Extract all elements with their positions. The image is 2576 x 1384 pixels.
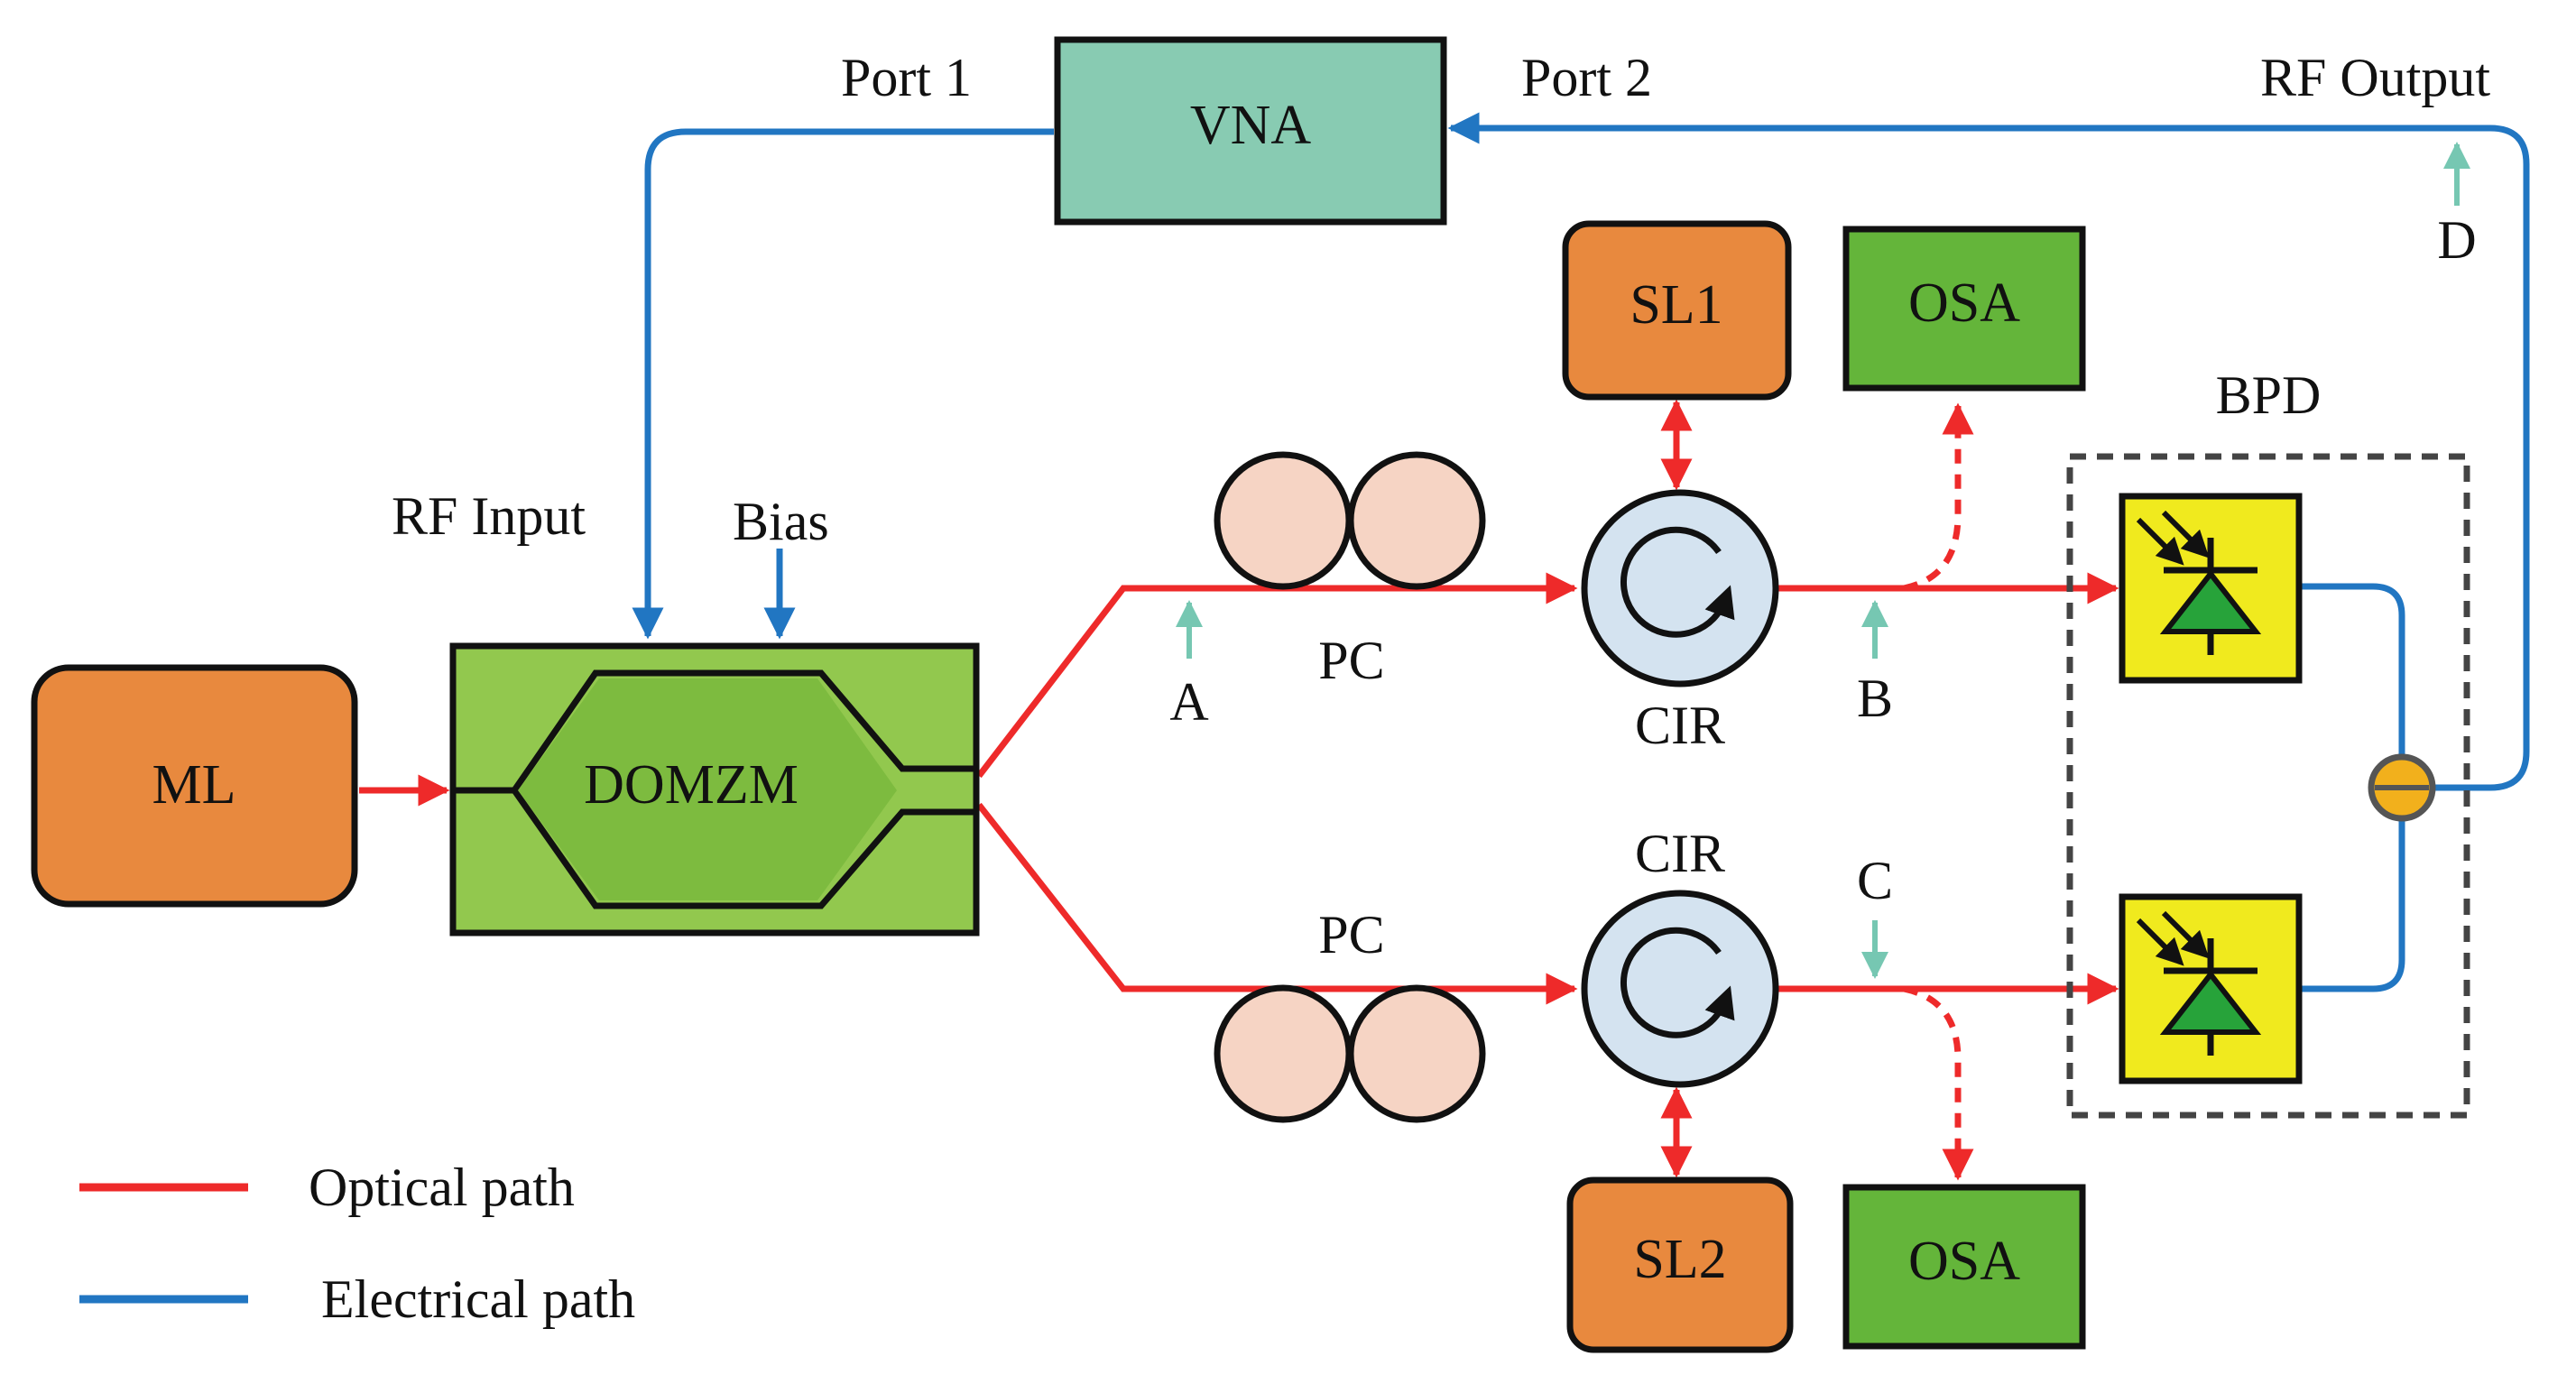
electrical-path-port1 — [632, 128, 1054, 640]
optical-tap-to-osa-bottom — [1903, 985, 1974, 1181]
electrical-path-port2 — [1447, 112, 2530, 791]
bpd-dashed-enclosure — [2066, 453, 2470, 1119]
pc-bottom — [1214, 984, 1486, 1123]
circulator-top — [1581, 489, 1779, 687]
photodiode-bottom — [2119, 893, 2303, 1084]
circulator-bottom — [1581, 890, 1779, 1088]
osa-top-box — [1842, 226, 2086, 392]
legend: Optical path Electrical path — [79, 1158, 635, 1329]
cir-bottom-label: CIR — [1635, 824, 1725, 883]
legend-electrical-label: Electrical path — [321, 1269, 635, 1329]
circulator-bottom-rotation-icon — [1620, 927, 1735, 1038]
vna-box — [1054, 36, 1447, 226]
sl2-label: SL2 — [1633, 1229, 1726, 1290]
vna-label: VNA — [1190, 95, 1312, 156]
ml-laser-box — [31, 664, 358, 908]
optical-path-lower-branch — [976, 802, 1578, 1005]
cir-top-label: CIR — [1635, 696, 1725, 755]
rf-input-label: RF Input — [392, 486, 586, 546]
circulator-top-rotation-icon — [1620, 526, 1735, 638]
sl2-laser-box — [1566, 1176, 1794, 1353]
sl1-label: SL1 — [1630, 274, 1722, 336]
bias-label: Bias — [733, 492, 829, 551]
port2-label: Port 2 — [1521, 48, 1652, 107]
osa-bottom-label: OSA — [1908, 1231, 2020, 1292]
domzm-label: DOMZM — [584, 754, 799, 816]
photodiode-top — [2119, 493, 2303, 684]
optical-tap-to-osa-top — [1903, 402, 1974, 592]
bpd-bottom-to-combiner — [2299, 808, 2405, 992]
osa-top-label: OSA — [1908, 272, 2020, 334]
bpd-label: BPD — [2216, 365, 2322, 425]
optical-path-upper-branch — [976, 572, 1578, 779]
ml-label: ML — [152, 754, 236, 816]
legend-optical-label: Optical path — [309, 1158, 575, 1217]
port1-label: Port 1 — [841, 48, 972, 107]
pc-bottom-label: PC — [1318, 905, 1384, 964]
point-b-label: B — [1857, 669, 1893, 728]
sl1-laser-box — [1562, 220, 1792, 401]
domzm-arms — [453, 669, 976, 909]
subtraction-combiner-icon — [2368, 753, 2436, 822]
rf-output-label: RF Output — [2260, 48, 2490, 107]
osa-bottom-box — [1842, 1184, 2086, 1350]
point-a-label: A — [1169, 672, 1208, 732]
pc-top-label: PC — [1318, 631, 1384, 690]
pc-top — [1214, 451, 1486, 590]
domzm-inner — [518, 678, 897, 900]
bpd-top-to-combiner — [2299, 583, 2405, 767]
point-d-label: D — [2437, 210, 2476, 270]
point-c-label: C — [1857, 851, 1893, 910]
